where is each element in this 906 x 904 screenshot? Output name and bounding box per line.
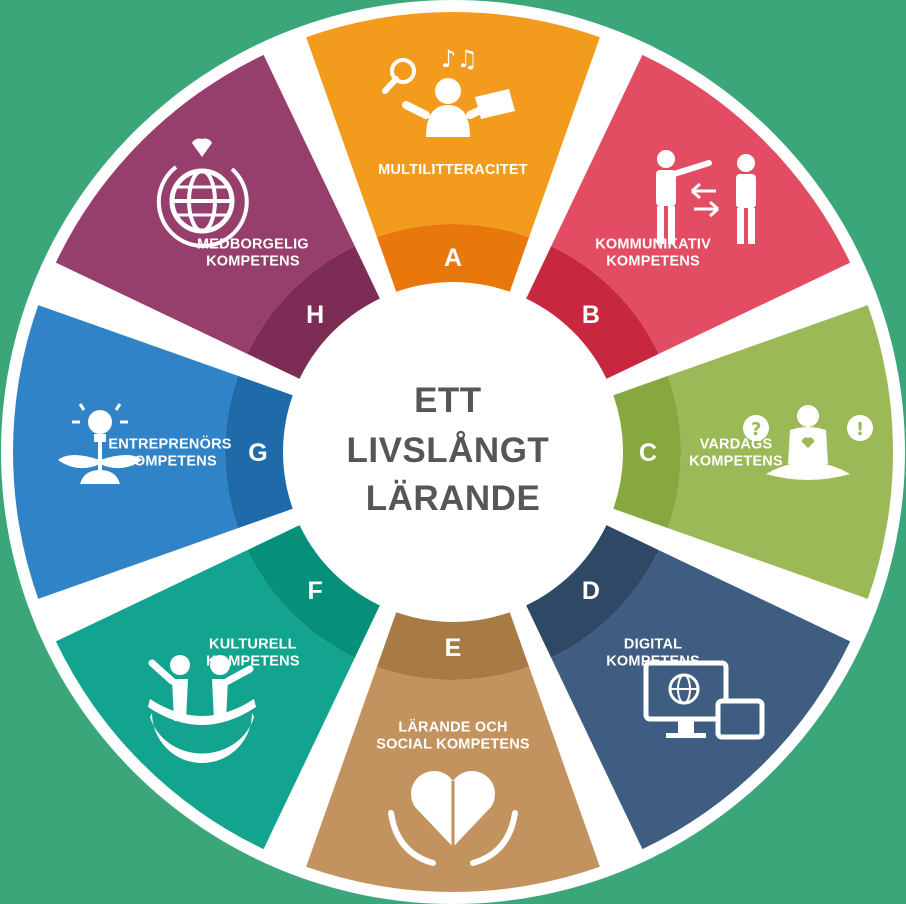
segment-label-line: DIGITAL <box>624 637 682 653</box>
segment-label-line: KOMPETENS <box>206 654 300 670</box>
segment-label-line: KOMPETENS <box>123 454 217 470</box>
segment-label-line: ENTREPRENÖRS <box>108 436 231 453</box>
segment-label-line: KOMPETENS <box>606 654 700 670</box>
segment-f-inner <box>247 520 385 658</box>
segment-g-outer <box>13 305 239 599</box>
segment-label-line: KOMPETENS <box>206 253 300 269</box>
segment-a-inner <box>376 224 530 302</box>
segment-d-outer <box>551 550 851 850</box>
segment-h-inner <box>247 246 385 384</box>
segment-letter-e: E <box>445 634 462 662</box>
segment-b-outer <box>551 54 851 354</box>
segment-letter-c: C <box>639 439 657 467</box>
center-line-1: ETT <box>414 381 482 420</box>
segment-g-inner <box>225 375 303 529</box>
segment-letter-f: F <box>307 577 322 605</box>
center-line-3: LÄRANDE <box>366 479 541 518</box>
segment-label-line: MEDBORGELIG <box>197 236 309 252</box>
segment-d-inner <box>521 520 659 658</box>
segment-letter-g: G <box>248 439 267 467</box>
segment-b-inner <box>521 246 659 384</box>
segment-letter-h: H <box>306 301 324 329</box>
center-title: ETT LIVSLÅNGT LÄRANDE <box>346 381 559 518</box>
segment-label-line: VARDAGS <box>700 437 773 453</box>
segment-letter-d: D <box>582 577 600 605</box>
segment-label-a: MULTILITTERACITET <box>378 162 528 178</box>
segment-h-outer <box>55 54 355 354</box>
segment-label-line: KOMMUNIKATIV <box>595 236 711 252</box>
segment-c-inner <box>603 375 681 529</box>
segment-letter-b: B <box>582 301 600 329</box>
segment-label-line: SOCIAL KOMPETENS <box>376 737 530 753</box>
segment-e-inner <box>376 602 530 680</box>
segment-label-line: KULTURELL <box>209 637 297 653</box>
segment-label-line: LÄRANDE OCH <box>398 719 507 736</box>
center-line-2: LIVSLÅNGT <box>346 430 549 470</box>
segment-letter-a: A <box>444 244 462 272</box>
segment-a: A MULTILITTERACITET <box>306 12 600 302</box>
segment-label-line: MULTILITTERACITET <box>378 162 528 178</box>
center-disc <box>283 282 623 622</box>
segment-label-line: KOMPETENS <box>689 454 783 470</box>
segment-f-outer <box>55 550 355 850</box>
segment-e-outer <box>306 666 600 892</box>
segment-label-line: KOMPETENS <box>606 253 700 269</box>
segment-c-outer <box>667 305 893 599</box>
